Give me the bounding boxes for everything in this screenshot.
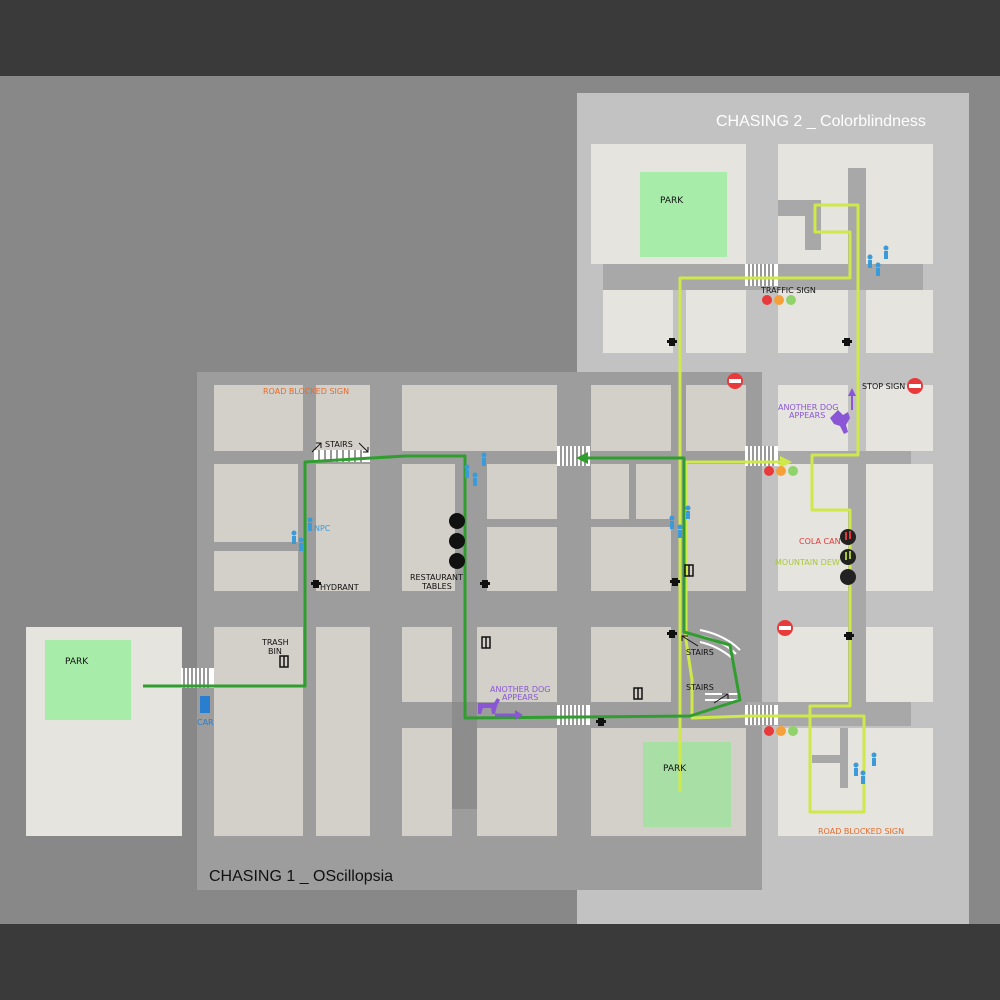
trash-label: BIN [268,647,282,656]
top-bar [0,0,1000,76]
stop-sign-label: STOP SIGN [862,382,905,391]
park-top-label: PARK [660,196,684,206]
dog-label: APPEARS [789,411,825,420]
cola-can-label: COLA CAN [799,537,841,546]
park-bottom-label: PARK [663,764,687,774]
park-left-label: PARK [65,657,89,667]
arrow-icon [780,456,792,468]
crosswalk-icon [557,705,590,725]
restaurant-label: TABLES [421,582,452,591]
traffic-light-icon [764,726,798,736]
mountain-dew-icon [840,549,856,565]
stop-sign-icon [727,373,743,389]
road-blocked-label: ROAD BLOCKED SIGN [818,827,904,836]
stairs-label: STAIRS [686,683,714,692]
road-stub [452,702,477,809]
route-chasing-1 [143,454,742,720]
car-icon [200,696,210,713]
crosswalk-icon [181,668,214,688]
mountain-dew-label: MOUNTAIN DEW [775,558,840,567]
dog-icon [478,698,523,720]
person-icon [291,245,889,784]
park-bottom [643,742,731,827]
trash-label: TRASH [261,638,289,647]
arrow-icon [311,442,729,704]
cola-can-icon [840,529,856,545]
stop-sign-icon [777,620,793,636]
traffic-light-icon [764,466,798,476]
dog-label: ANOTHER DOG [778,403,838,412]
npc-label: NPC [314,524,331,533]
table-icon [449,513,465,569]
stop-sign-icon [907,378,923,394]
zone1-title: CHASING 1 _ OScillopsia [209,868,393,885]
arrow-icon [576,452,588,464]
route-chasing-2 [678,203,866,814]
restaurant-label: RESTAURANT [410,573,463,582]
park-left [45,640,131,720]
stairs-label: STAIRS [686,648,714,657]
traffic-sign-label: TRAFFIC SIGN [760,286,816,295]
crosswalk-icon [745,264,778,286]
dog-label: ANOTHER DOG [490,685,550,694]
stairs-label: STAIRS [325,440,353,449]
hydrant-icon [311,338,854,726]
trash-bin-icon [279,564,694,700]
road-blocked-label: ROAD BLOCKED SIGN [263,387,349,396]
dog-icon [830,388,856,434]
zone2-title: CHASING 2 _ Colorblindness [716,113,926,130]
park-top [640,172,727,257]
car-label: CAR [197,718,214,727]
traffic-light-icon [762,295,796,305]
hydrant-label: HYDRANT [320,583,359,592]
dog-label: APPEARS [502,693,538,702]
bottom-bar [0,924,1000,1000]
can-icon [840,569,856,585]
